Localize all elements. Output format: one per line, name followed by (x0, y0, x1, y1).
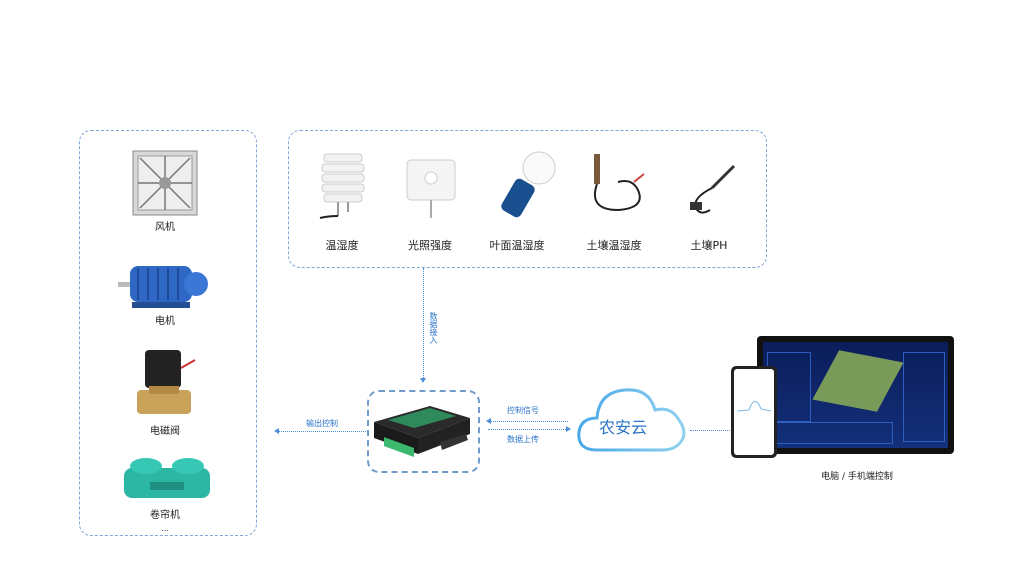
cloud-icon (577, 388, 686, 452)
roller-shutter-icon (124, 458, 210, 498)
arrow-right-icon (566, 426, 571, 432)
actuator-label-roller: 卷帘机 (150, 510, 180, 521)
data-in-label: 数据接入 (429, 312, 438, 344)
map-terrain-image (812, 350, 904, 412)
motor-icon (118, 266, 208, 308)
actuator-label-valve: 电磁阀 (150, 426, 180, 437)
solenoid-valve-icon (137, 350, 196, 414)
dashboard-panel (903, 352, 945, 442)
sensor-label: 土壤PH (690, 239, 728, 252)
actuator-group (79, 130, 257, 536)
arrow-left-icon (486, 418, 491, 424)
data-upload-label: 数据上传 (507, 435, 539, 444)
soil-temp-humidity-sensor-icon (593, 154, 645, 212)
dashboard-panel (773, 422, 893, 444)
arrow-down-icon (420, 378, 426, 383)
output-control-line (278, 431, 366, 432)
monitor-screen (757, 336, 954, 454)
control-signal-line (488, 421, 568, 422)
output-control-label: 输出控制 (306, 419, 338, 428)
gateway-group (367, 390, 480, 473)
light-sensor-icon (406, 159, 456, 218)
client-label: 电脑 / 手机端控制 (821, 472, 893, 482)
data-in-line (423, 268, 424, 380)
cloud-label: 农安云 (599, 418, 648, 437)
sensor-label: 土壤温湿度 (586, 239, 642, 252)
sensor-label: 温湿度 (325, 239, 359, 252)
leaf-sensor-icon (501, 151, 556, 218)
sensor-label: 叶面温湿度 (489, 239, 545, 252)
sensor-group (288, 130, 767, 268)
fan-icon (132, 150, 198, 216)
temp-humidity-sensor-icon (319, 153, 365, 219)
actuator-more: ... (161, 524, 169, 533)
sensor-label: 光照强度 (408, 239, 452, 252)
cloud-client-line (690, 430, 730, 431)
actuator-label-motor: 电机 (155, 316, 175, 327)
soil-ph-sensor-icon (690, 164, 736, 214)
gateway-device-icon (374, 406, 470, 458)
phone-screen (731, 366, 777, 458)
arrow-left-icon (274, 428, 279, 434)
phone-chart-icon (737, 400, 771, 412)
control-signal-label: 控制信号 (507, 406, 539, 415)
data-upload-line (488, 429, 568, 430)
actuator-label-fan: 风机 (155, 222, 175, 233)
